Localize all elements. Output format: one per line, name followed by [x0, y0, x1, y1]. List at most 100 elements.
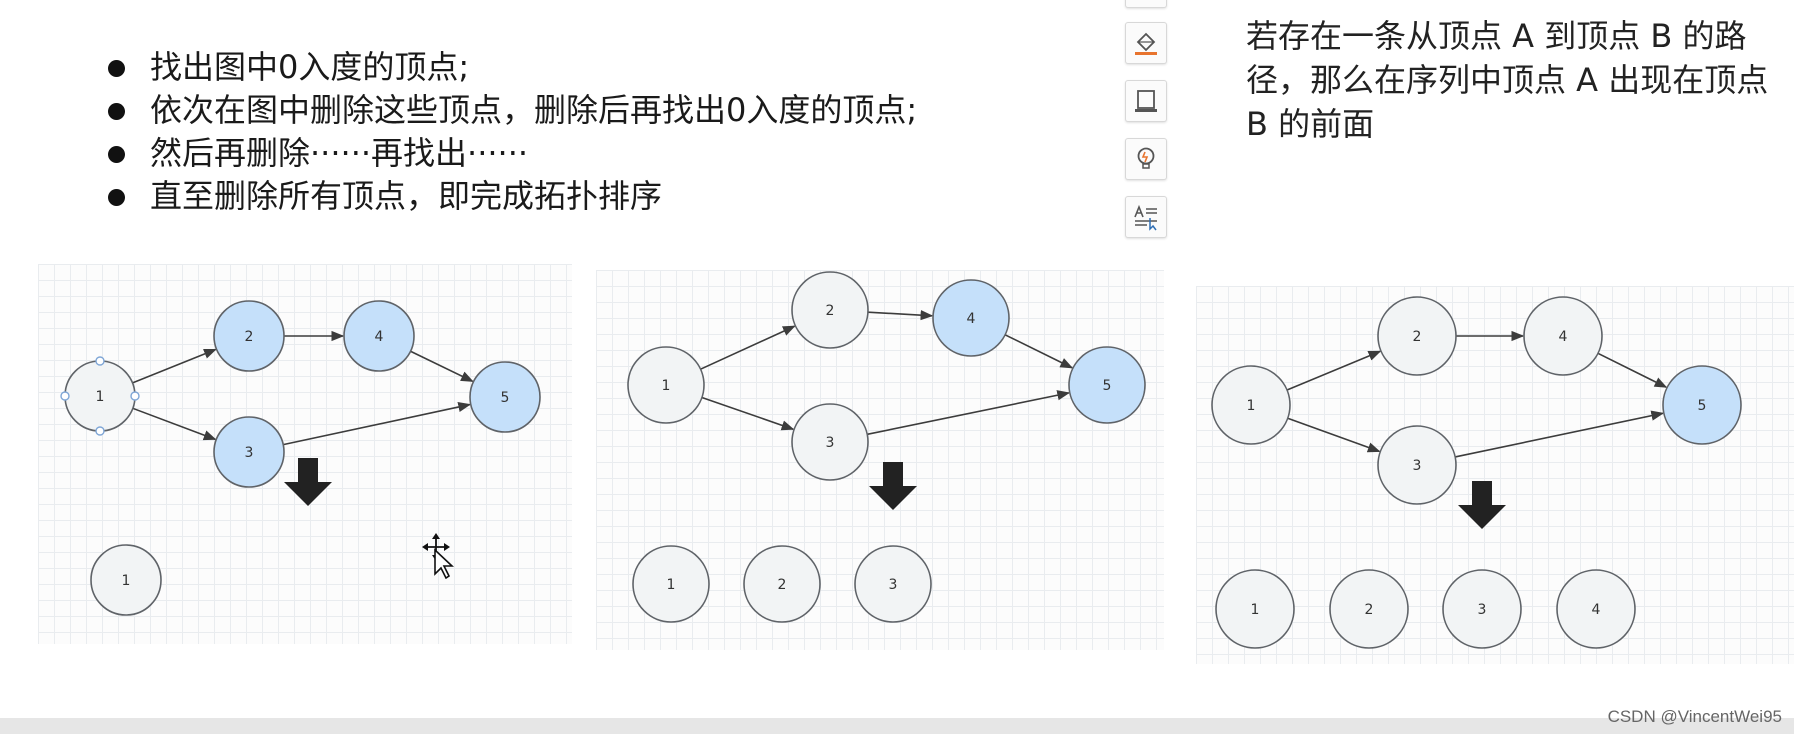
- node-circle: [1377, 425, 1457, 505]
- selection-handle: [95, 426, 105, 436]
- bullet-text: 直至删除所有顶点，即完成拓扑排序: [150, 177, 663, 215]
- node-label: 4: [375, 329, 384, 345]
- node-label: 1: [122, 573, 131, 589]
- node-circle: [791, 403, 869, 481]
- watermark: CSDN @VincentWei95: [1607, 707, 1782, 726]
- graph-node-5: 5: [1662, 365, 1742, 445]
- node-circle: [627, 346, 705, 424]
- footer-bar: [0, 718, 1794, 734]
- down-arrow-icon: [869, 462, 917, 510]
- graph-node-1: 1: [64, 360, 136, 432]
- node-label: 4: [1592, 602, 1601, 618]
- node-circle: [343, 300, 415, 372]
- bullet-list: 找出图中0入度的顶点; 依次在图中删除这些顶点，删除后再找出0入度的顶点; 然后…: [104, 46, 917, 218]
- node-label: 3: [826, 435, 835, 451]
- bullet-text: 然后再删除······再找出······: [150, 134, 529, 172]
- edge-3-5: [1454, 410, 1665, 458]
- node-label: 3: [1478, 602, 1487, 618]
- node-label: 2: [778, 577, 787, 593]
- node-label: 3: [889, 577, 898, 593]
- graph-node-1: 1: [1211, 365, 1291, 445]
- removed-node-1: 1: [1215, 569, 1295, 649]
- node-circle: [1329, 569, 1409, 649]
- bullet-dot: [108, 189, 125, 206]
- removed-node-4: 4: [1556, 569, 1636, 649]
- node-label: 5: [1103, 378, 1112, 394]
- node-circle: [743, 545, 821, 623]
- topological-order-note: 若存在一条从顶点 A 到顶点 B 的路径，那么在序列中顶点 A 出现在顶点 B …: [1246, 17, 1769, 143]
- fill-bucket-button[interactable]: [1125, 22, 1167, 64]
- graph-node-2: 2: [1377, 296, 1457, 376]
- bullet-text: 依次在图中删除这些顶点，删除后再找出0入度的顶点;: [150, 91, 918, 129]
- node-label: 4: [967, 311, 976, 327]
- node-circle: [1215, 569, 1295, 649]
- node-circle: [854, 545, 932, 623]
- node-circle: [791, 271, 869, 349]
- selection-handle: [60, 391, 70, 401]
- removed-node-1: 1: [90, 544, 162, 616]
- node-label: 3: [1413, 458, 1422, 474]
- edge-1-2: [700, 325, 796, 370]
- node-label: 2: [245, 329, 254, 345]
- diagram-panel-step-1: 1 2 3 4 5 1: [38, 264, 572, 644]
- edge-1-3: [1287, 417, 1381, 453]
- bullet-item: 直至删除所有顶点，即完成拓扑排序: [104, 175, 917, 218]
- graph-node-3: 3: [213, 416, 285, 488]
- edge-1-2: [1286, 350, 1382, 391]
- graph-canvas: 1 2 3 4 5 1 2 3 4: [1211, 296, 1742, 649]
- bullet-dot: [108, 60, 125, 77]
- node-label: 1: [96, 389, 105, 405]
- removed-node-2: 2: [743, 545, 821, 623]
- node-circle: [1211, 365, 1291, 445]
- lightbulb-button[interactable]: [1125, 138, 1167, 180]
- graph-node-4: 4: [932, 279, 1010, 357]
- edge-3-5: [867, 390, 1071, 436]
- edge-1-3: [132, 407, 217, 441]
- bullet-dot: [108, 146, 125, 163]
- node-label: 4: [1559, 329, 1568, 345]
- toolbar-button-partial[interactable]: [1125, 0, 1167, 8]
- node-label: 2: [1413, 329, 1422, 345]
- edge-4-5: [1004, 334, 1074, 369]
- node-circle: [1377, 296, 1457, 376]
- edge-3-5: [283, 401, 472, 446]
- node-label: 3: [245, 445, 254, 461]
- node-circle: [1556, 569, 1636, 649]
- removed-node-2: 2: [1329, 569, 1409, 649]
- fill-bucket-icon: [1135, 32, 1157, 55]
- node-label: 5: [501, 390, 510, 406]
- removed-node-3: 3: [854, 545, 932, 623]
- edge-1-2: [132, 348, 217, 384]
- frame-icon: [1135, 90, 1157, 112]
- node-circle: [213, 416, 285, 488]
- node-label: 1: [1251, 602, 1260, 618]
- edge-4-5: [1597, 352, 1668, 388]
- text-format-button[interactable]: [1125, 196, 1167, 238]
- node-circle: [213, 300, 285, 372]
- bullet-item: 找出图中0入度的顶点;: [104, 46, 917, 89]
- edge-2-4: [867, 310, 934, 321]
- diagram-panel-step-3: 1 2 3 4 5 1 2 3 4: [1196, 286, 1794, 664]
- node-label: 1: [667, 577, 676, 593]
- node-circle: [1068, 346, 1146, 424]
- graph-node-1: 1: [627, 346, 705, 424]
- node-circle: [1662, 365, 1742, 445]
- move-cursor-icon: [422, 533, 454, 579]
- node-label: 1: [1247, 398, 1256, 414]
- graph-node-5: 5: [469, 361, 541, 433]
- graph-node-4: 4: [343, 300, 415, 372]
- selection-handle: [130, 391, 140, 401]
- frame-button[interactable]: [1125, 80, 1167, 122]
- removed-node-3: 3: [1442, 569, 1522, 649]
- graph-node-3: 3: [791, 403, 869, 481]
- selection-handle: [95, 356, 105, 366]
- bullet-item: 然后再删除······再找出······: [104, 132, 917, 175]
- graph-node-4: 4: [1523, 296, 1603, 376]
- edge-1-3: [701, 396, 795, 431]
- node-circle: [632, 545, 710, 623]
- graph-canvas: 1 2 3 4 5 1: [60, 300, 541, 616]
- node-circle: [469, 361, 541, 433]
- graph-node-3: 3: [1377, 425, 1457, 505]
- bullet-text: 找出图中0入度的顶点;: [150, 48, 470, 86]
